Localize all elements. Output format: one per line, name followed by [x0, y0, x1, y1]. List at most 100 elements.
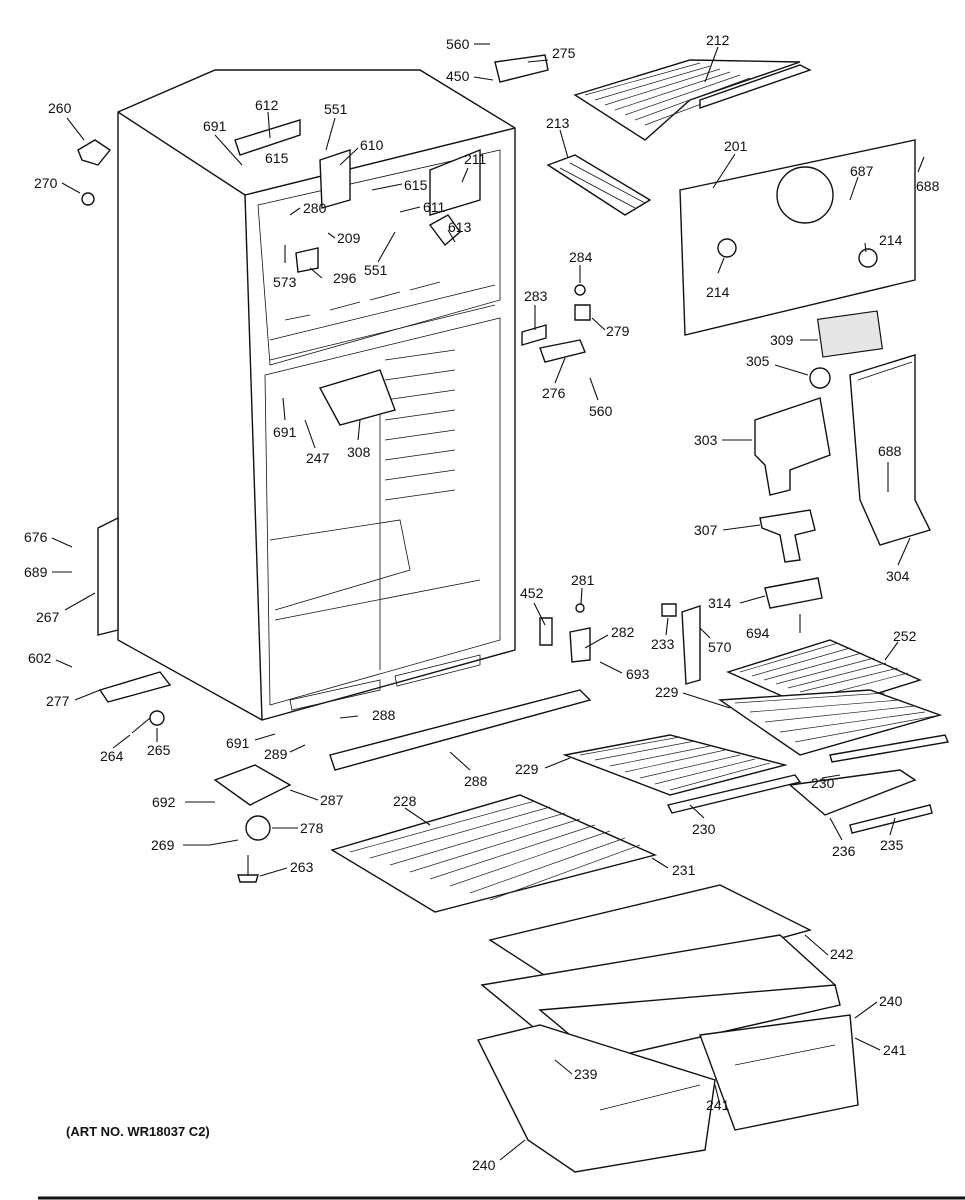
callout-211: 211	[464, 151, 487, 167]
washer	[574, 284, 586, 296]
callout-308: 308	[347, 444, 371, 460]
stop	[539, 617, 553, 646]
callout-693: 693	[626, 666, 650, 682]
callout-305: 305	[746, 353, 770, 369]
wire-shelf	[562, 734, 788, 796]
callout-689: 689	[24, 564, 48, 580]
callout-613: 613	[448, 219, 472, 235]
callout-229: 229	[655, 684, 679, 700]
nut	[81, 192, 95, 206]
callout-615-b: 615	[404, 177, 428, 193]
hinge-bracket	[213, 764, 292, 806]
crisper-cover	[480, 884, 841, 1061]
shelf-support	[681, 605, 701, 685]
callout-610: 610	[360, 137, 384, 153]
callout-267: 267	[36, 609, 60, 625]
shelf-rail	[666, 774, 802, 814]
callout-275: 275	[552, 45, 576, 61]
callout-201: 201	[724, 138, 748, 154]
callout-450: 450	[446, 68, 470, 84]
callout-691-c: 691	[226, 735, 250, 751]
crisper-drawer-left	[476, 1024, 716, 1173]
callout-239: 239	[574, 1066, 598, 1082]
hinge-lower	[569, 627, 591, 663]
clip	[661, 603, 677, 617]
callout-694: 694	[746, 625, 770, 641]
callout-570: 570	[708, 639, 732, 655]
callout-247: 247	[306, 450, 330, 466]
control-housing	[754, 397, 831, 496]
callout-612: 612	[255, 97, 279, 113]
callout-236: 236	[832, 843, 856, 859]
damper	[759, 509, 816, 563]
callout-615: 615	[265, 150, 289, 166]
control-knob	[809, 367, 831, 389]
callout-304: 304	[886, 568, 910, 584]
axle-pin	[131, 717, 151, 734]
callout-212: 212	[706, 32, 730, 48]
callout-691-b: 691	[273, 424, 297, 440]
center-hinge	[539, 339, 586, 363]
hinge-plate	[97, 516, 119, 636]
refrigerator-shelf	[330, 794, 658, 913]
callout-277: 277	[46, 693, 70, 709]
callout-289: 289	[264, 746, 288, 762]
roller-pin	[209, 839, 239, 846]
callout-602: 602	[28, 650, 52, 666]
ice-tray	[546, 154, 652, 216]
wheel-small	[149, 710, 165, 726]
hinge-cap	[77, 139, 112, 166]
callout-560: 560	[446, 36, 470, 52]
lower-right-shelf	[717, 689, 943, 756]
callout-692: 692	[152, 794, 176, 810]
callout-230-b: 230	[692, 821, 716, 837]
kick-bracket	[98, 671, 172, 703]
back-panel	[679, 139, 916, 336]
callout-314: 314	[708, 595, 732, 611]
callout-288: 288	[372, 707, 396, 723]
callout-307: 307	[694, 522, 718, 538]
callout-228: 228	[393, 793, 417, 809]
callout-213: 213	[546, 115, 570, 131]
cover-308	[318, 369, 396, 426]
art-number: (ART NO. WR18037 C2)	[66, 1124, 210, 1139]
callout-241-b: 241	[706, 1097, 730, 1113]
callout-283: 283	[524, 288, 548, 304]
leveling-leg	[237, 874, 259, 883]
label-plate	[816, 310, 884, 358]
crisper-drawer-right	[699, 1014, 859, 1131]
callout-687: 687	[850, 163, 874, 179]
callout-labels: 560 275 450 212 260 612 551 691 610 615 …	[24, 32, 940, 1173]
bracket-296	[295, 247, 319, 273]
callout-209: 209	[337, 230, 361, 246]
callout-265: 265	[147, 742, 171, 758]
cabinet	[117, 69, 516, 721]
callout-611: 611	[423, 199, 446, 215]
washer-2	[575, 603, 585, 613]
callout-309: 309	[770, 332, 794, 348]
callout-280: 280	[303, 200, 327, 216]
callout-279: 279	[606, 323, 630, 339]
callout-260: 260	[48, 100, 72, 116]
callout-281: 281	[571, 572, 595, 588]
callout-573: 573	[273, 274, 297, 290]
callout-229-b: 229	[515, 761, 539, 777]
callout-269: 269	[151, 837, 175, 853]
callout-241: 241	[883, 1042, 907, 1058]
roller	[245, 815, 271, 841]
callout-242: 242	[830, 946, 854, 962]
callout-284: 284	[569, 249, 593, 265]
callout-287: 287	[320, 792, 344, 808]
shelf-rail-2	[829, 734, 949, 763]
pan-trim	[849, 804, 933, 834]
callout-263: 263	[290, 859, 314, 875]
callout-264: 264	[100, 748, 124, 764]
callout-278: 278	[300, 820, 324, 836]
callout-303: 303	[694, 432, 718, 448]
snack-pan	[788, 769, 917, 816]
callout-270: 270	[34, 175, 58, 191]
callout-288-b: 288	[464, 773, 488, 789]
callout-452: 452	[520, 585, 544, 601]
callout-214-b: 214	[879, 232, 903, 248]
